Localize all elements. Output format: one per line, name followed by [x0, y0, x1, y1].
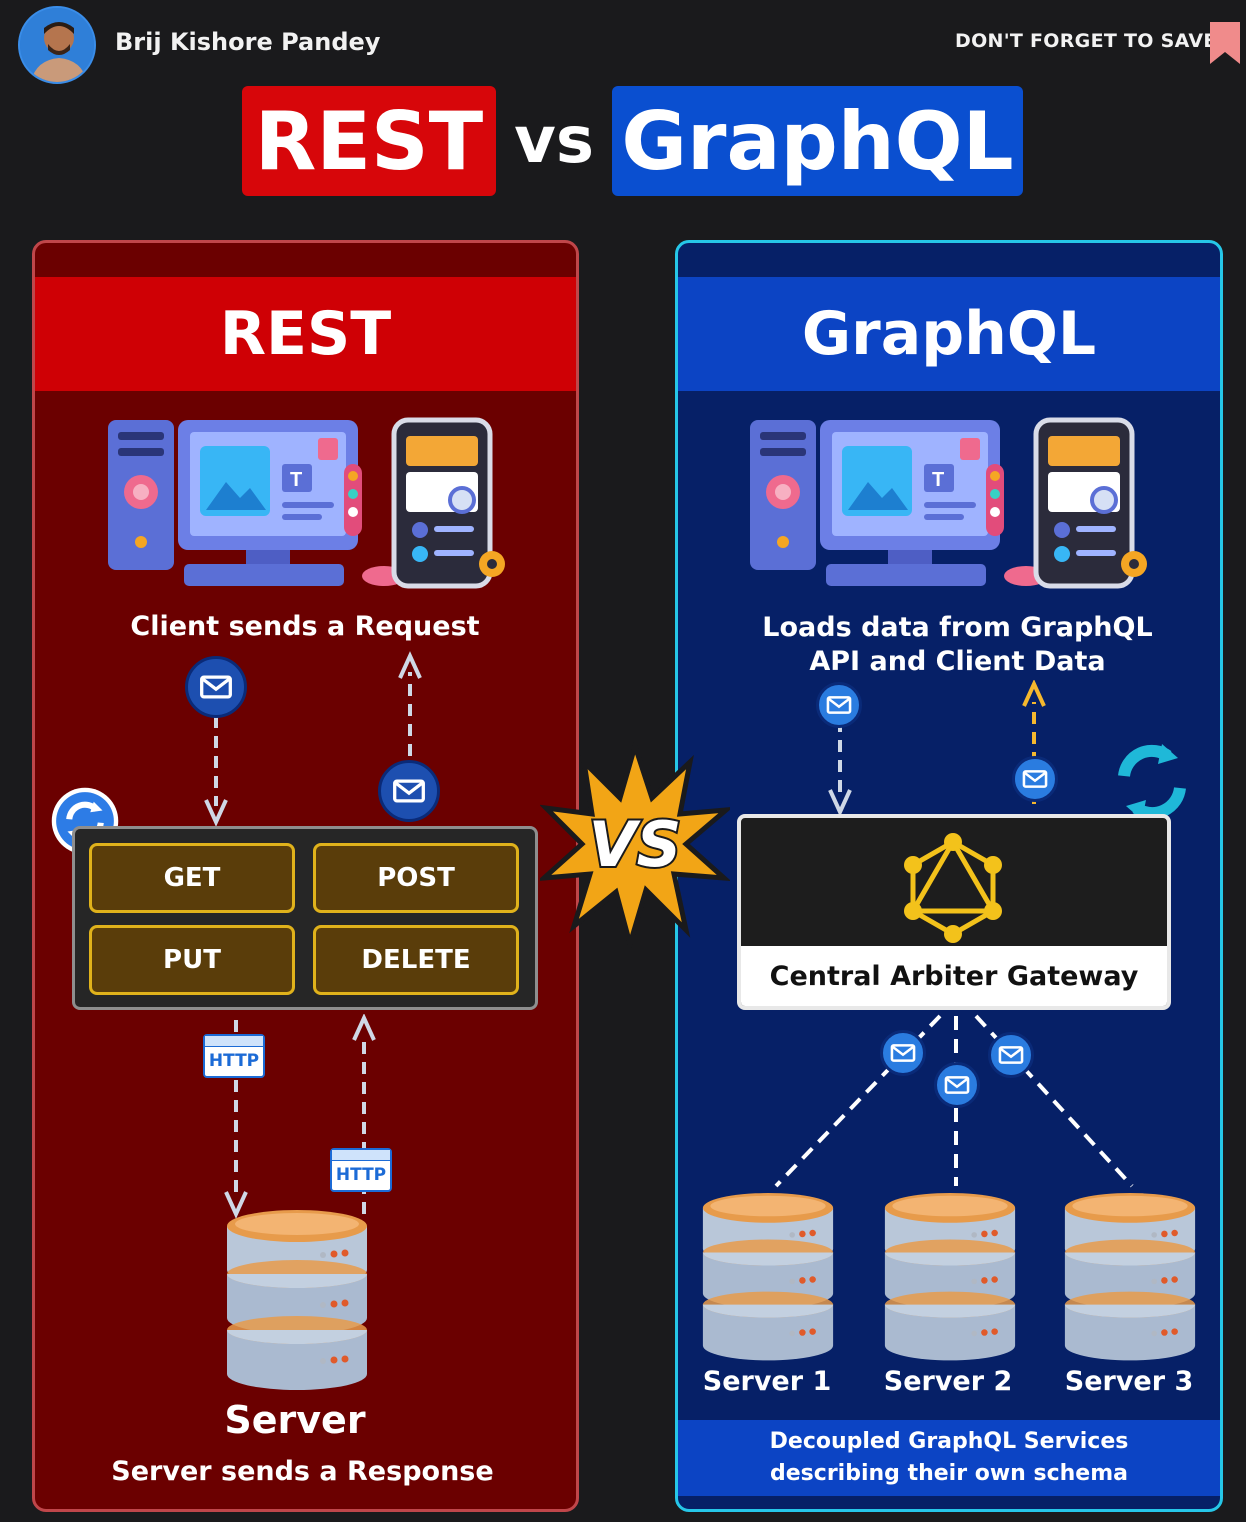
graphql-logo-icon: [904, 833, 1002, 943]
save-reminder: DON'T FORGET TO SAVE: [955, 30, 1217, 52]
graphql-request-arrows: [828, 680, 1046, 817]
mail-icon: [1012, 756, 1058, 802]
vs-badge-text: VS: [589, 808, 682, 881]
method-delete[interactable]: DELETE: [313, 925, 519, 995]
graphql-footnote: Decoupled GraphQL Services describing th…: [678, 1420, 1220, 1496]
author-name: Brij Kishore Pandey: [115, 28, 381, 56]
mail-icon: [880, 1030, 926, 1076]
method-get[interactable]: GET: [89, 843, 295, 913]
server-2-label: Server 2: [883, 1366, 1013, 1397]
vs-burst-icon: VS: [540, 740, 730, 950]
rest-client-caption: Client sends a Request: [130, 611, 480, 642]
mail-icon: [988, 1032, 1034, 1078]
graphql-client-caption: Loads data from GraphQL API and Client D…: [762, 612, 1153, 677]
rest-request-arrows: [204, 651, 422, 827]
mail-icon: [934, 1062, 980, 1108]
title-vs: vs: [514, 104, 594, 178]
http-icon: HTTP: [203, 1034, 265, 1078]
gateway-label: Central Arbiter Gateway: [741, 946, 1167, 1006]
graphql-heading: GraphQL: [678, 277, 1220, 391]
rest-server-label: Server: [224, 1398, 366, 1442]
rest-server-caption: Server sends a Response: [111, 1456, 494, 1487]
database-server-icon: [698, 1180, 838, 1366]
refresh-icon: [1118, 744, 1186, 820]
title-graphql: GraphQL: [612, 86, 1023, 196]
title-rest: REST: [242, 86, 496, 196]
avatar[interactable]: [18, 6, 96, 84]
database-server-icon: [222, 1196, 372, 1396]
database-server-icon: [1060, 1180, 1200, 1366]
mail-icon: [816, 682, 862, 728]
gateway-fanout-lines: [774, 1014, 1134, 1188]
database-server-icon: [880, 1180, 1020, 1366]
method-put[interactable]: PUT: [89, 925, 295, 995]
central-gateway[interactable]: Central Arbiter Gateway: [737, 814, 1171, 1010]
rest-heading: REST: [35, 277, 576, 391]
server-3-label: Server 3: [1064, 1366, 1194, 1397]
client-devices-illustration: [106, 414, 506, 594]
bookmark-icon[interactable]: [1208, 20, 1242, 66]
mail-icon: [185, 656, 247, 718]
client-devices-illustration: [748, 414, 1148, 594]
mail-icon: [378, 760, 440, 822]
server-1-label: Server 1: [702, 1366, 832, 1397]
method-post[interactable]: POST: [313, 843, 519, 913]
http-methods-box: GET POST PUT DELETE: [72, 826, 538, 1010]
http-icon: HTTP: [330, 1148, 392, 1192]
